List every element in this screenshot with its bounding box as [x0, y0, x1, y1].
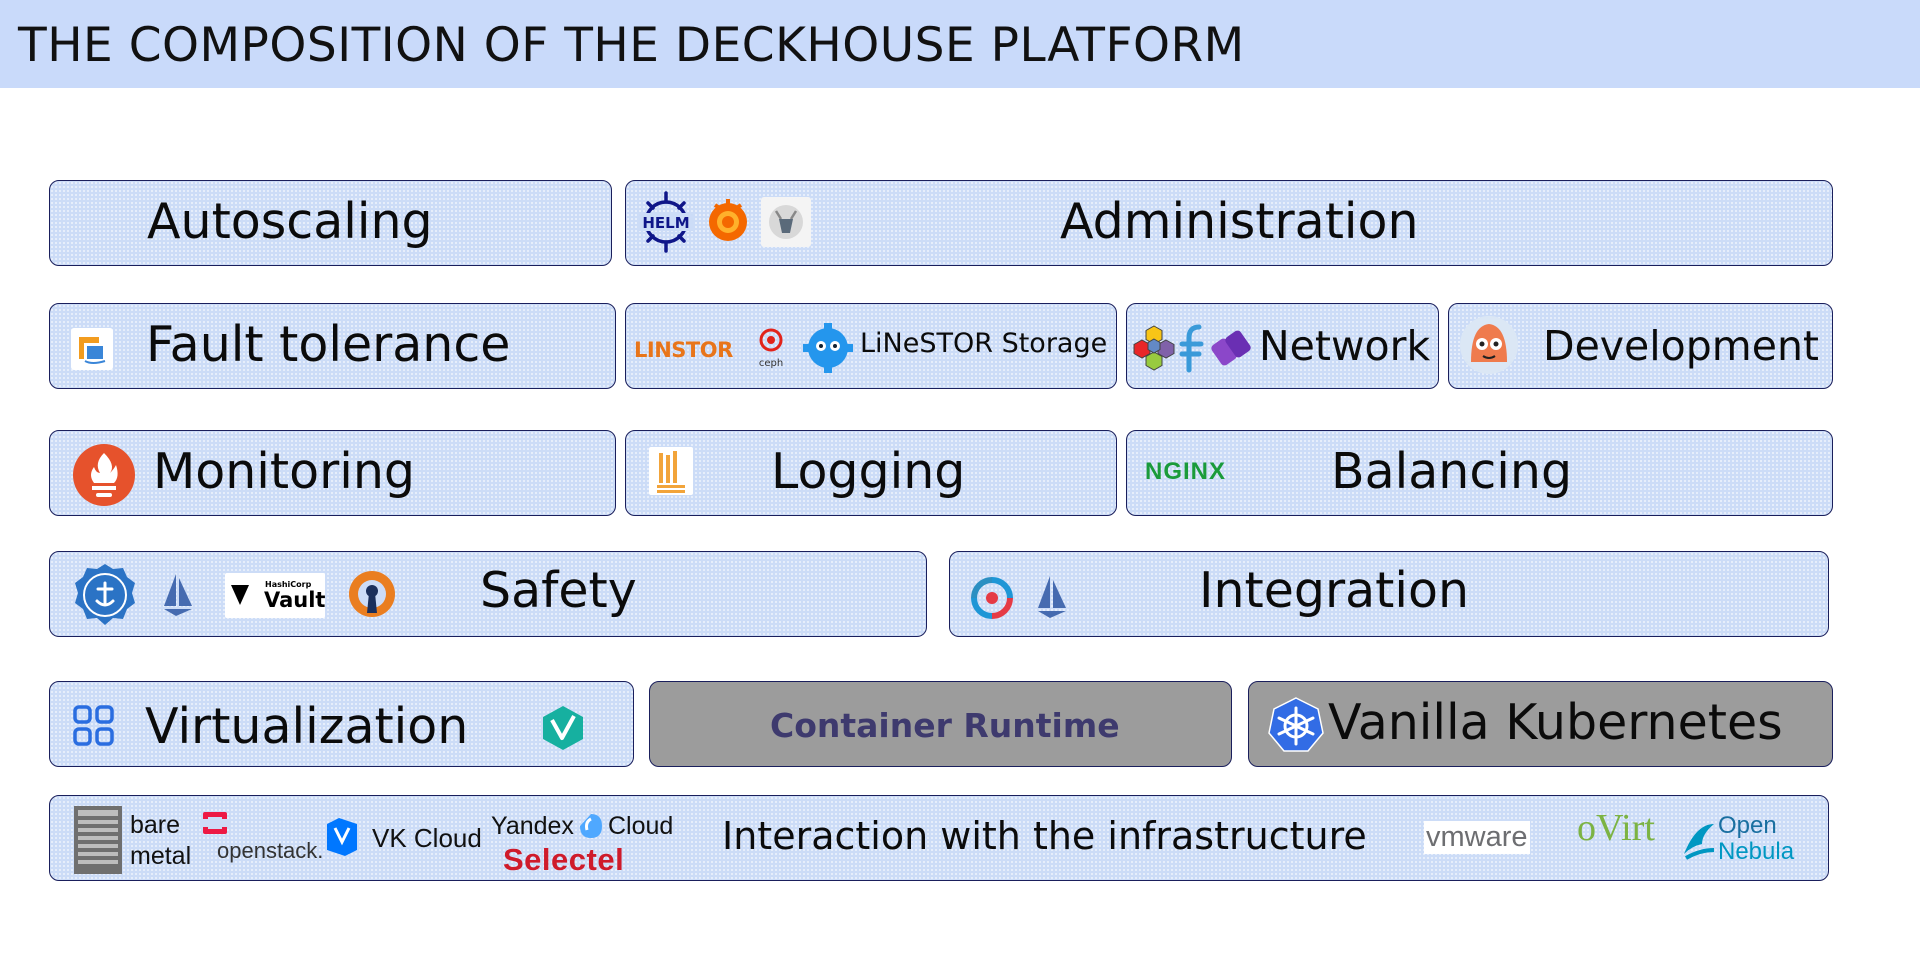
bare-text: bare [130, 811, 181, 839]
loki-icon [649, 447, 693, 495]
vault-icon: HashiCorp Vault [225, 573, 325, 618]
metal-text: metal [130, 842, 192, 870]
administration-label: Administration [1060, 193, 1419, 250]
ceph-text: ceph [759, 358, 783, 369]
network-label: Network [1259, 322, 1431, 370]
cert-manager-icon [75, 564, 135, 625]
flannel-icon [1179, 324, 1204, 373]
administration-block: HELM Administration [625, 180, 1833, 266]
integration-icon [971, 577, 1013, 619]
monitoring-block: Monitoring [49, 430, 616, 516]
istio-icon [164, 574, 192, 616]
development-label: Development [1543, 322, 1820, 370]
vmware-icon: vmware [1424, 821, 1530, 854]
ovirt-icon: oVirt [1577, 807, 1655, 849]
virtualization-label: Virtualization [145, 698, 469, 755]
prometheus-icon [73, 444, 135, 506]
kubernetes-dashboard-icon [71, 328, 113, 370]
fault-tolerance-label: Fault tolerance [146, 316, 511, 373]
safety-block: HashiCorp Vault Safety [49, 551, 927, 637]
vanilla-kubernetes-block: Vanilla Kubernetes [1248, 681, 1833, 767]
selectel-icon: Selectel [503, 842, 625, 877]
storage-block: LINSTOR ceph LiNeSTOR Storage [625, 303, 1117, 389]
hashicorp-text: HashiCorp [265, 580, 312, 589]
open-text: Open [1718, 812, 1777, 839]
grafana-icon [709, 199, 747, 241]
istio-icon [1038, 576, 1066, 618]
argo-icon [1460, 316, 1518, 374]
vk-cloud-text: VK Cloud [372, 823, 482, 853]
virtualization-block: Virtualization [49, 681, 634, 767]
yandex-text: Yandex [491, 812, 574, 840]
container-runtime-label: Container Runtime [770, 706, 1120, 745]
vk-cloud-icon [327, 818, 357, 856]
bare-metal-icon [74, 806, 122, 874]
autoscaling-label: Autoscaling [147, 193, 433, 250]
storage-robot-icon [803, 323, 853, 373]
opennebula-icon [1684, 824, 1715, 860]
safety-label: Safety [480, 562, 637, 619]
virtual-machine-icon [543, 706, 583, 750]
yandex-cloud-icon [580, 814, 602, 838]
kubernetes-icon [1268, 697, 1324, 752]
balancing-label: Balancing [1331, 443, 1573, 500]
linstor-icon: LINSTOR [634, 338, 734, 362]
container-runtime-block: Container Runtime [649, 681, 1232, 767]
openstack-icon [200, 812, 230, 834]
nebula-text: Nebula [1718, 838, 1795, 865]
development-block: Development [1448, 303, 1833, 389]
integration-block: Integration [949, 551, 1829, 637]
cilium-icon [1133, 325, 1175, 371]
fault-tolerance-block: Fault tolerance [49, 303, 616, 389]
nginx-icon: NGINX [1145, 458, 1227, 485]
header-banner: THE COMPOSITION OF THE DECKHOUSE PLATFOR… [0, 0, 1920, 88]
logging-label: Logging [771, 443, 966, 500]
vault-text: Vault [264, 588, 325, 612]
openvpn-icon [349, 571, 395, 617]
helm-icon: HELM [638, 191, 694, 253]
integration-label: Integration [1199, 562, 1470, 619]
storage-label: LiNeSTOR Storage [860, 328, 1108, 359]
infrastructure-block: bare metal openstack. VK Cloud Yandex Cl… [49, 795, 1829, 881]
dex-icon [761, 197, 811, 247]
cloud-text: Cloud [608, 812, 674, 840]
balancing-block: NGINX Balancing [1126, 430, 1833, 516]
linstor-text: LINSTOR [634, 338, 733, 362]
page-title: THE COMPOSITION OF THE DECKHOUSE PLATFOR… [18, 18, 1245, 73]
ceph-icon: ceph [759, 328, 783, 369]
monitoring-label: Monitoring [153, 443, 416, 500]
logging-block: Logging [625, 430, 1117, 516]
autoscaling-block: Autoscaling [49, 180, 612, 266]
helm-text: HELM [642, 214, 689, 232]
network-policy-icon [1211, 330, 1251, 366]
virtualization-icon [73, 705, 114, 746]
network-block: Network [1126, 303, 1439, 389]
openstack-text: openstack. [217, 838, 324, 863]
infrastructure-label: Interaction with the infrastructure [722, 814, 1367, 858]
vanilla-kubernetes-label: Vanilla Kubernetes [1328, 694, 1783, 751]
